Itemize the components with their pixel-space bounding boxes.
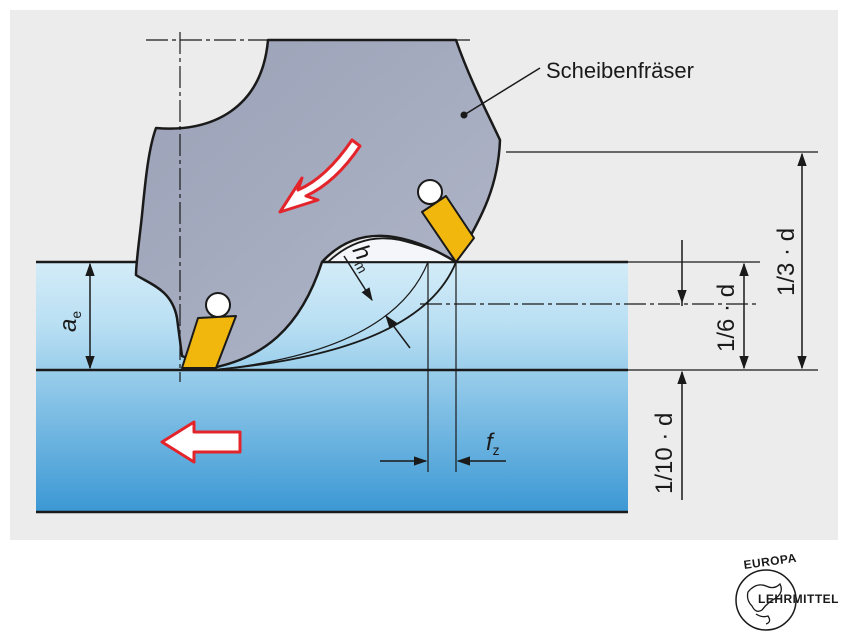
publisher-logo: EUROPA LEHRMITTEL xyxy=(735,551,839,631)
cutting-insert-bottom xyxy=(181,292,237,369)
dim-sixth-label: 1/6 · d xyxy=(713,284,740,352)
hm-dimension-line xyxy=(343,255,373,302)
cut-arc-outer xyxy=(211,261,457,371)
logo-text-top: EUROPA xyxy=(743,551,798,572)
logo-continents-2 xyxy=(755,613,771,625)
cutter-label: Scheibenfräser xyxy=(546,58,694,83)
insert-bottom xyxy=(181,315,237,369)
rotation-arrow xyxy=(278,138,362,214)
hm-dimension-line-lower xyxy=(385,314,411,349)
workpiece-body xyxy=(36,262,628,512)
cutter-label-leader xyxy=(463,67,541,116)
cutter-body xyxy=(134,38,502,370)
dim-third-label: 1/3 · d xyxy=(773,228,800,296)
chip-groove-bottom xyxy=(205,292,231,318)
cutter-label-dot xyxy=(460,111,468,119)
cut-arc-inner xyxy=(211,261,429,371)
chip-groove-top xyxy=(417,179,443,205)
fz-label: fz xyxy=(486,429,500,458)
dim-tenth-label: 1/10 · d xyxy=(651,413,678,494)
insert-top xyxy=(421,195,475,263)
workpiece xyxy=(36,260,628,514)
cutting-insert-top xyxy=(417,179,475,263)
feed-direction-arrow xyxy=(160,420,242,464)
logo-text-right: LEHRMITTEL xyxy=(758,592,839,606)
logo-continents xyxy=(746,582,782,612)
ae-label: ae xyxy=(55,311,84,332)
